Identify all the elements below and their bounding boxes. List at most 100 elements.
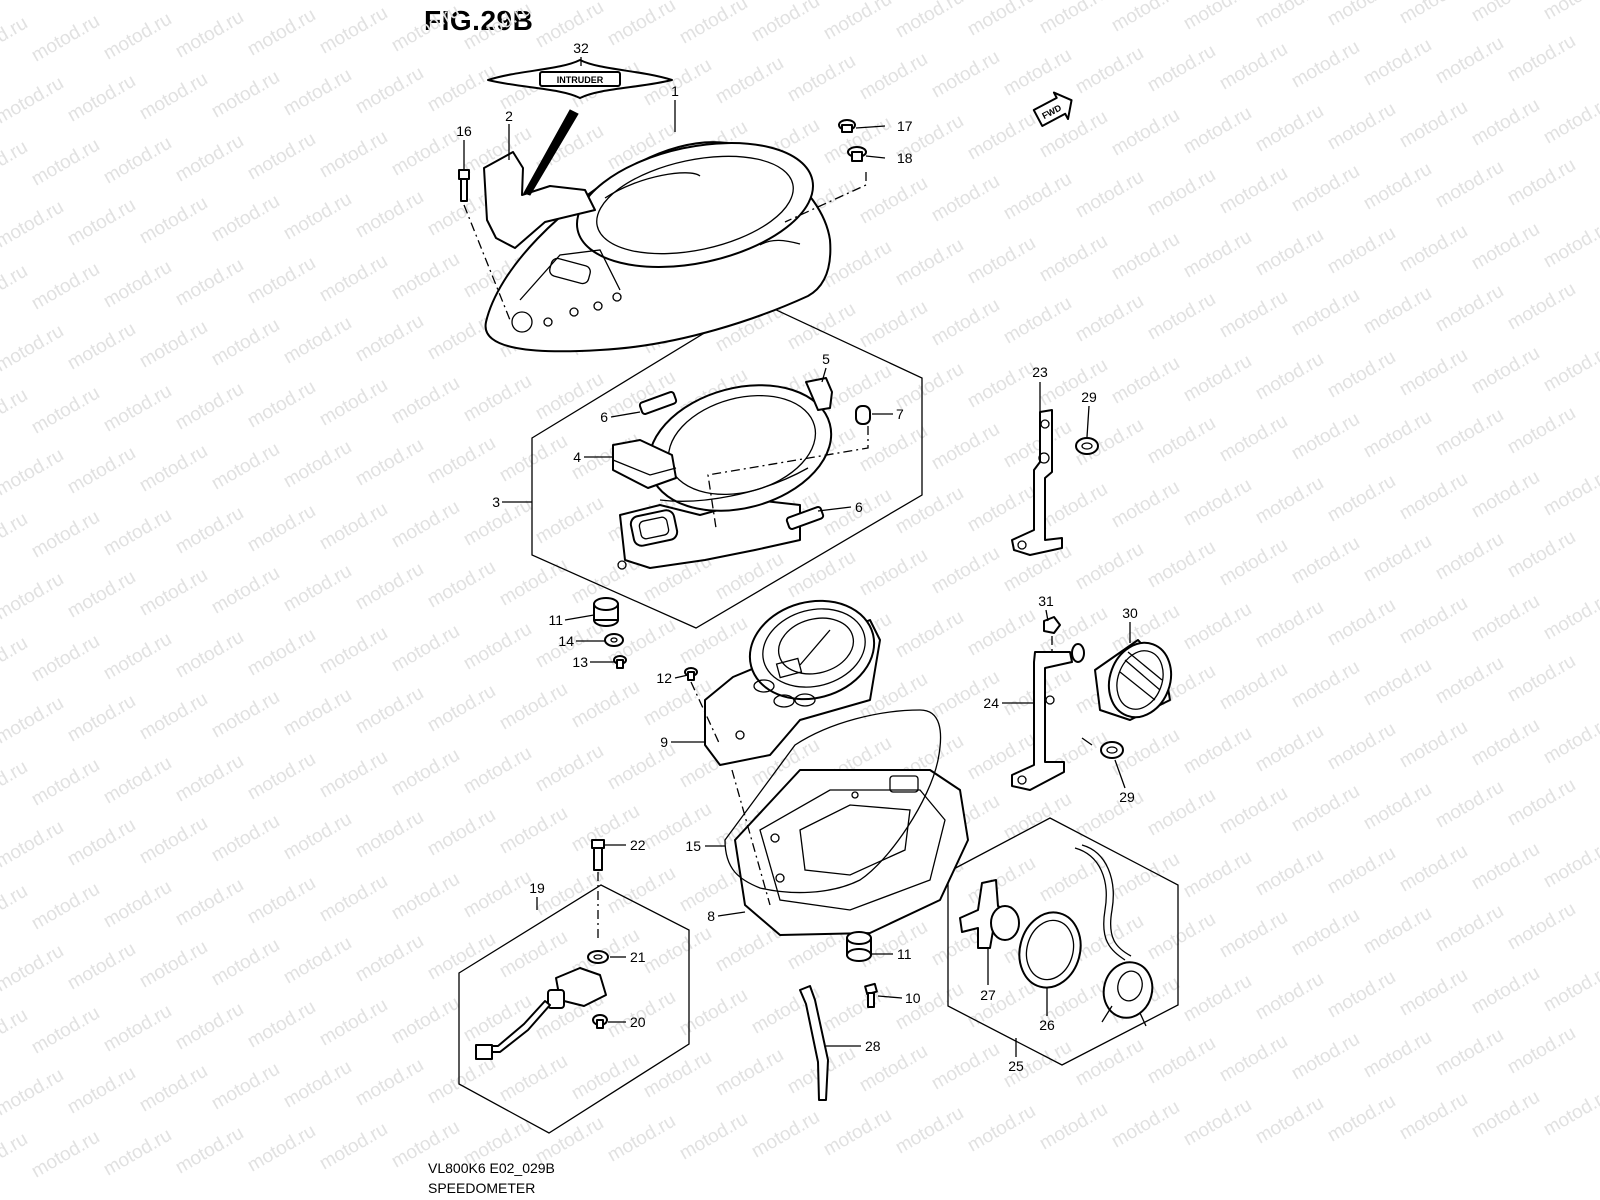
watermark-text: motod.ru xyxy=(1216,907,1291,963)
watermark-text: motod.ru xyxy=(1432,33,1507,89)
watermark-text: motod.ru xyxy=(0,261,31,317)
meter-case xyxy=(617,384,833,570)
watermark-text: motod.ru xyxy=(1432,405,1507,461)
watermark-text: motod.ru xyxy=(100,505,175,561)
watermark-text: motod.ru xyxy=(280,1057,355,1113)
watermark-text: motod.ru xyxy=(1360,655,1435,711)
part-label-11b: 11 xyxy=(897,946,912,962)
watermark-text: motod.ru xyxy=(0,445,67,501)
watermark-text: motod.ru xyxy=(892,607,967,663)
watermark-text: motod.ru xyxy=(1144,289,1219,345)
watermark-text: motod.ru xyxy=(316,747,391,803)
watermark-text: motod.ru xyxy=(28,879,103,935)
watermark-text: motod.ru xyxy=(208,1059,283,1115)
watermark-text: motod.ru xyxy=(928,295,1003,351)
screw-12 xyxy=(684,667,698,681)
watermark-text: motod.ru xyxy=(676,985,751,1041)
watermark-text: motod.ru xyxy=(892,483,967,539)
watermark-text: motod.ru xyxy=(964,1101,1039,1157)
watermark-text: motod.ru xyxy=(388,125,463,181)
part-label-13: 13 xyxy=(572,654,588,670)
watermark-text: motod.ru xyxy=(0,385,31,441)
socket-group-box xyxy=(947,817,1179,1066)
bracket-23 xyxy=(1011,409,1063,556)
watermark-text: motod.ru xyxy=(1324,595,1399,651)
watermark-text: motod.ru xyxy=(1396,221,1471,277)
watermark-text: motod.ru xyxy=(1072,291,1147,347)
watermark-text: motod.ru xyxy=(0,13,31,69)
watermark-text: motod.ru xyxy=(748,1107,823,1163)
watermark-text: motod.ru xyxy=(352,1055,427,1111)
watermark-text: motod.ru xyxy=(1216,163,1291,219)
watermark-text: motod.ru xyxy=(352,683,427,739)
watermark-text: motod.ru xyxy=(280,809,355,865)
screw-22 xyxy=(591,839,605,871)
watermark-text: motod.ru xyxy=(1180,103,1255,159)
watermark-text: motod.ru xyxy=(532,741,607,797)
watermark-text: motod.ru xyxy=(0,693,67,749)
watermark-text: motod.ru xyxy=(1396,345,1471,401)
watermark-text: motod.ru xyxy=(1108,0,1183,36)
watermark-text: motod.ru xyxy=(316,375,391,431)
part-label-22: 22 xyxy=(630,837,646,853)
watermark-text: motod.ru xyxy=(820,1105,895,1161)
watermark-text: motod.ru xyxy=(1216,287,1291,343)
watermark-text: motod.ru xyxy=(1324,347,1399,403)
watermark-text: motod.ru xyxy=(1360,159,1435,215)
watermark-text: motod.ru xyxy=(1180,847,1255,903)
watermark-text: motod.ru xyxy=(1252,101,1327,157)
watermark-text: motod.ru xyxy=(1216,659,1291,715)
watermark-text: motod.ru xyxy=(424,929,499,985)
watermark-text: motod.ru xyxy=(280,437,355,493)
watermark-text: motod.ru xyxy=(1216,1031,1291,1087)
watermark-text: motod.ru xyxy=(244,625,319,681)
watermark-text: motod.ru xyxy=(64,815,139,871)
watermark-text: motod.ru xyxy=(1288,37,1363,93)
watermark-text: motod.ru xyxy=(460,991,535,1047)
watermark-text: motod.ru xyxy=(1252,225,1327,281)
watermark-text: motod.ru xyxy=(1288,533,1363,589)
watermark-text: motod.ru xyxy=(172,7,247,63)
watermark-text: motod.ru xyxy=(1252,349,1327,405)
watermark-text: motod.ru xyxy=(0,941,67,997)
watermark-text: motod.ru xyxy=(1396,965,1471,1021)
clamp-29a xyxy=(1075,437,1099,455)
watermark-text: motod.ru xyxy=(64,443,139,499)
part-label-21: 21 xyxy=(630,949,646,965)
watermark-text: motod.ru xyxy=(1360,35,1435,91)
gasket-15 xyxy=(724,709,942,894)
part-label-18: 18 xyxy=(897,150,913,166)
part-label-15: 15 xyxy=(685,838,701,854)
watermark-text: motod.ru xyxy=(424,681,499,737)
part-label-32: 32 xyxy=(573,40,589,56)
watermark-text: motod.ru xyxy=(100,877,175,933)
watermark-text: motod.ru xyxy=(388,497,463,553)
screw-20 xyxy=(592,1014,608,1029)
watermark-text: motod.ru xyxy=(820,981,895,1037)
watermark-text: motod.ru xyxy=(964,853,1039,909)
watermark-text: motod.ru xyxy=(1540,465,1600,521)
watermark-text: motod.ru xyxy=(64,0,139,2)
watermark-text: motod.ru xyxy=(0,321,67,377)
watermark-text: motod.ru xyxy=(100,9,175,65)
watermark-text: motod.ru xyxy=(1288,1029,1363,1085)
part-label-26: 26 xyxy=(1039,1017,1055,1033)
watermark-text: motod.ru xyxy=(604,863,679,919)
watermark-text: motod.ru xyxy=(460,371,535,427)
part-label-25: 25 xyxy=(1008,1058,1024,1074)
watermark-text: motod.ru xyxy=(1180,971,1255,1027)
screw-18 xyxy=(847,146,867,162)
part-label-29b: 29 xyxy=(1119,789,1135,805)
watermark-text: motod.ru xyxy=(352,63,427,119)
watermark-text: motod.ru xyxy=(1036,231,1111,287)
watermark-text: motod.ru xyxy=(316,3,391,59)
watermark-text: motod.ru xyxy=(1072,43,1147,99)
screw-10 xyxy=(864,982,878,1008)
watermark-text: motod.ru xyxy=(1036,0,1111,38)
watermark-text: motod.ru xyxy=(892,1103,967,1159)
watermark-text: motod.ru xyxy=(676,0,751,48)
watermark-text: motod.ru xyxy=(1504,31,1579,87)
watermark-text: motod.ru xyxy=(1360,407,1435,463)
watermark-text: motod.ru xyxy=(0,197,67,253)
watermark-text: motod.ru xyxy=(100,381,175,437)
